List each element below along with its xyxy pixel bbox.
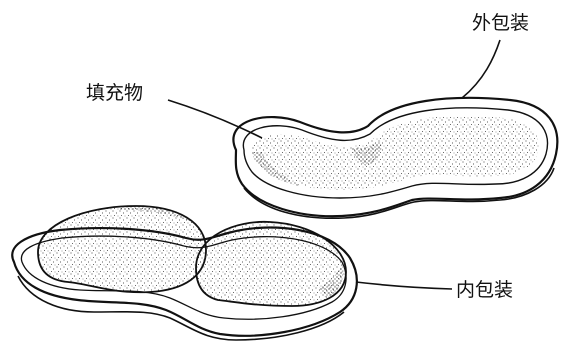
label-inner-packaging: 内包装 bbox=[456, 281, 513, 300]
leader-inner-packaging bbox=[356, 282, 452, 289]
leader-outer-packaging bbox=[462, 40, 500, 98]
label-filling: 填充物 bbox=[86, 84, 143, 103]
left-kernel bbox=[38, 206, 206, 292]
upper-peanut-shell bbox=[233, 98, 557, 218]
lower-peanut-shell bbox=[12, 206, 357, 340]
label-outer-packaging: 外包装 bbox=[472, 14, 529, 33]
